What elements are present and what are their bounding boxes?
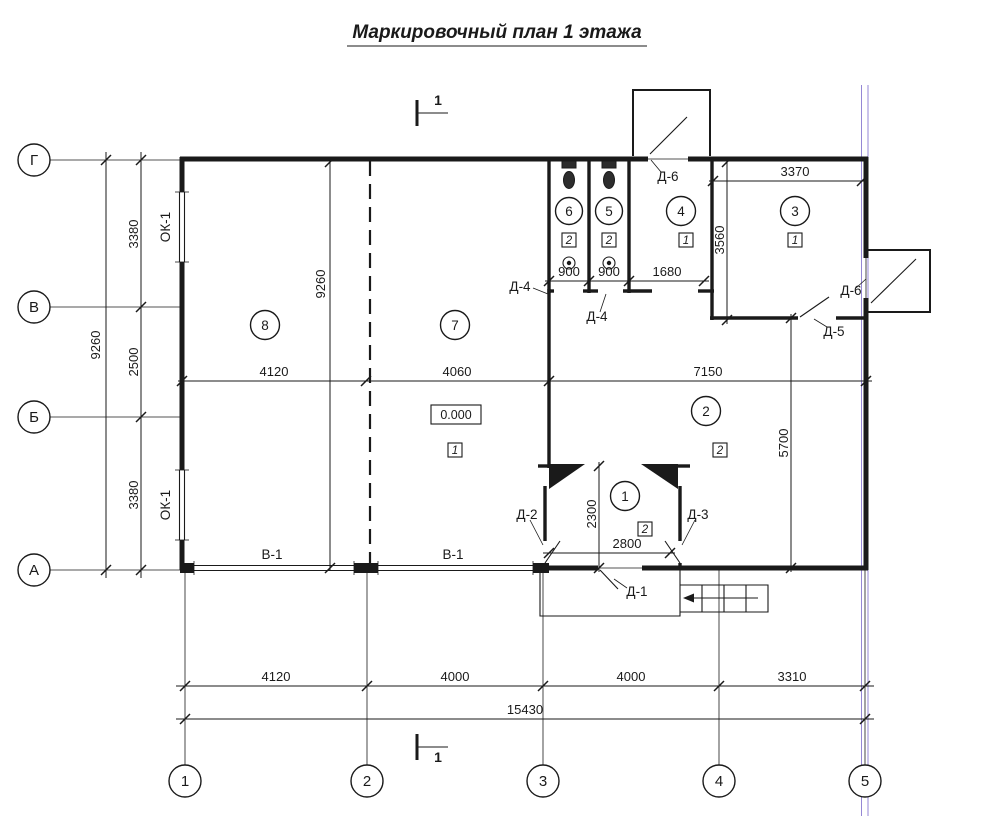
bottom-porch [539,570,681,617]
top-porch [632,89,711,156]
level-mark-value: 0.000 [440,408,471,422]
stair-arrowhead [683,593,694,603]
axis-label-v: В [29,299,39,316]
dim-top-right: 3370 [781,164,810,179]
door-label-d3: Д-3 [687,507,708,522]
dim-toilet-row-0: 900 [558,264,580,279]
dim-bottom-chain-1: 4000 [441,669,470,684]
door-label-d5: Д-5 [823,324,844,339]
window-label-ok1-upper: ОК-1 [158,212,173,242]
floor-drain-dot [606,260,612,266]
dim-interior-vertical: 9260 [313,270,328,299]
dim-bottom-chain-3: 3310 [778,669,807,684]
floor-type-marks: 2 2 1 1 1 2 2 [447,232,803,537]
axis-label-3: 3 [539,773,547,790]
dim-left-chain-2: 3380 [126,481,141,510]
door-leaf-d3 [664,540,681,564]
dim-vestibule-height: 2300 [584,500,599,529]
axis-bubbles: Г В Б А 1 2 3 4 5 [17,143,882,798]
door-leaf-d6-right [870,258,917,304]
dim-left-chain-1: 2500 [126,348,141,377]
axis-label-a: А [29,562,39,579]
window-label-v1-left: В-1 [261,547,282,562]
door-label-d2: Д-2 [516,507,537,522]
door-label-d1: Д-1 [626,584,647,599]
dim-bottom-chain-0: 4120 [262,669,291,684]
floor-mark-room7: 1 [452,445,458,457]
axis-label-b: Б [29,409,39,426]
dim-room3-height: 3560 [712,226,727,255]
room-number-1: 1 [621,489,629,504]
room-numbers: 8 7 6 5 4 3 2 1 [249,195,811,512]
title-block: Маркировочный план 1 этажа [347,22,647,47]
walls [179,156,869,573]
splayed-jamb-left [549,464,585,489]
axis-grid [50,159,866,765]
room-number-2: 2 [702,404,710,419]
floor-drain-icon [602,256,616,270]
dim-bottom-chain-2: 4000 [617,669,646,684]
dim-vestibule-width: 2800 [613,536,642,551]
door-label-d6-top: Д-6 [657,169,678,184]
level-mark: 0.000 [430,404,482,425]
floor-mark-room3: 1 [792,235,798,247]
axis-label-g: Г [30,152,38,169]
dim-interior-row-1: 4060 [443,364,472,379]
floor-drain-icon [562,256,576,270]
doors [529,116,917,590]
toilet-bowl-icon [563,171,575,189]
floor-mark-room5: 2 [605,235,613,247]
door-label-d6-right: Д-6 [840,283,861,298]
section-label-bottom: 1 [434,749,442,765]
dim-left-total: 9260 [88,331,103,360]
door-leaf-d2 [544,540,561,564]
toilet-tank-icon [601,160,617,169]
dim-toilet-row-1: 900 [598,264,620,279]
axis-label-4: 4 [715,773,723,790]
door-leaf-d6-top [649,116,688,155]
room-number-7: 7 [451,318,459,333]
room-number-3: 3 [791,204,799,219]
room-number-8: 8 [261,318,269,333]
dim-interior-row-2: 7150 [694,364,723,379]
floor-mark-room2: 2 [716,445,724,457]
toilet-tank-icon [561,160,577,169]
floor-drain-dot [566,260,572,266]
door-leaf-d1 [599,569,619,590]
dim-left-chain-0: 3380 [126,220,141,249]
dim-bottom-total: 15430 [507,702,543,717]
dim-room2-height: 5700 [776,429,791,458]
axis-label-2: 2 [363,773,371,790]
dim-toilet-row-2: 1680 [653,264,682,279]
section-marks: 1 1 [415,92,448,765]
axis-label-5: 5 [861,773,869,790]
door-leaf-d5 [799,296,830,318]
window-label-ok1-lower: ОК-1 [158,490,173,520]
dimension-lines [100,152,874,725]
toilet-bowl-icon [603,171,615,189]
section-label-top: 1 [434,92,442,108]
window-label-v1-right: В-1 [442,547,463,562]
sanitary-fixtures [561,160,617,270]
door-label-d4-left: Д-4 [509,279,531,294]
splayed-jamb-right [641,464,678,489]
room-number-4: 4 [677,204,685,219]
element-labels: Д-6 Д-4 Д-4 Д-6 Д-5 Д-2 Д-3 Д-1 ОК-1 ОК-… [158,169,862,599]
drawing-title: Маркировочный план 1 этажа [352,22,642,43]
right-porch [868,249,931,313]
floor-mark-room4: 1 [683,235,689,247]
room-number-5: 5 [605,204,613,219]
door-label-d4-mid: Д-4 [586,309,608,324]
room-number-6: 6 [565,204,573,219]
axis-label-1: 1 [181,773,189,790]
dimension-texts: 3380 2500 3380 9260 9260 4120 4060 7150 … [88,164,809,717]
floor-mark-room6: 2 [565,235,573,247]
floor-mark-room1: 2 [641,524,649,536]
porches [539,89,931,617]
dim-interior-row-0: 4120 [260,364,289,379]
